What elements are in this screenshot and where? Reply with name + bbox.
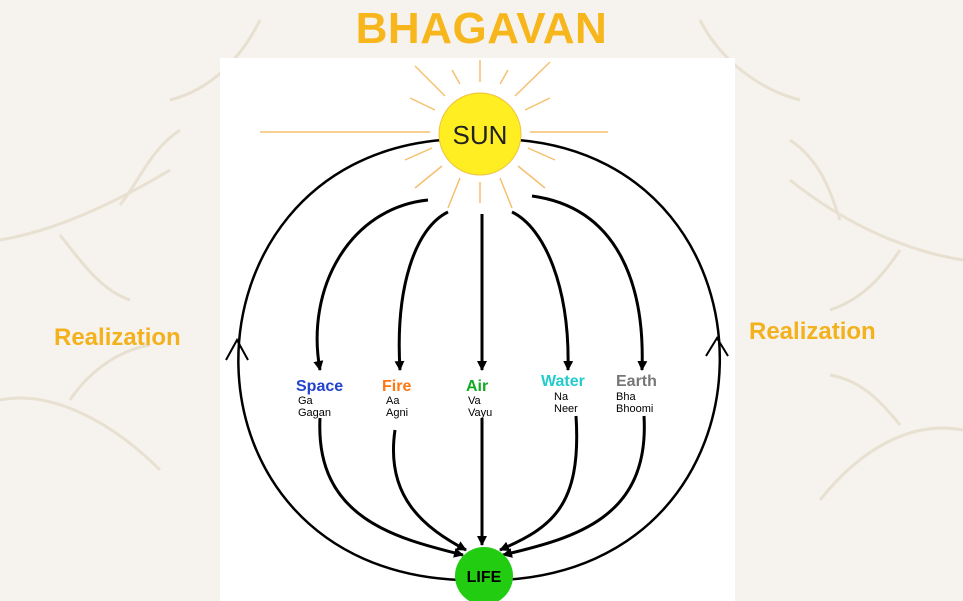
sun-circle <box>438 92 522 176</box>
element-earth: Earth Bha Bhoomi <box>616 373 657 415</box>
element-space-line1: Ga <box>298 395 314 407</box>
element-air-line1: Va <box>468 395 482 407</box>
sun-node: SUN <box>438 92 522 176</box>
elements-diagram: SUN LIFE Space Ga Gagan Fire Aa Agni Air… <box>220 58 735 601</box>
realization-loop-right <box>499 138 721 582</box>
arrow-fire-to-life <box>392 429 467 552</box>
element-fire-name: Fire <box>382 378 411 395</box>
element-space-name: Space <box>296 378 343 395</box>
arrow-sun-to-earth <box>531 194 648 371</box>
element-water: Water Na Neer <box>541 373 585 415</box>
element-water-line2: Neer <box>554 403 578 415</box>
arrow-water-to-life <box>499 415 579 552</box>
life-circle <box>455 547 513 601</box>
upward-arrow-left <box>225 337 249 361</box>
upward-arrow-right <box>705 336 729 357</box>
arrow-earth-to-life <box>502 415 646 558</box>
realization-label-right: Realization <box>749 318 876 345</box>
element-fire-line1: Aa <box>386 395 400 407</box>
element-water-name: Water <box>541 373 585 390</box>
title-bhagavan: BHAGAVAN <box>355 4 608 53</box>
element-fire-line2: Agni <box>386 407 408 419</box>
arrow-space-to-life <box>318 417 464 558</box>
element-air-line2: Vayu <box>468 407 492 419</box>
element-earth-name: Earth <box>616 373 657 390</box>
sun-label: SUN <box>453 120 508 150</box>
element-space: Space Ga Gagan <box>296 378 343 419</box>
realization-label-left: Realization <box>54 324 181 351</box>
element-air: Air Va Vayu <box>466 378 492 419</box>
life-label: LIFE <box>467 569 502 586</box>
element-space-line2: Gagan <box>298 407 331 419</box>
arrow-sun-to-fire <box>394 210 449 371</box>
sun-rays <box>260 60 608 209</box>
arrow-sun-to-water <box>511 210 574 371</box>
realization-loop-left <box>237 138 461 582</box>
element-earth-line1: Bha <box>616 391 636 403</box>
element-earth-line2: Bhoomi <box>616 403 653 415</box>
element-air-name: Air <box>466 378 488 395</box>
element-fire: Fire Aa Agni <box>382 378 411 419</box>
element-water-line1: Na <box>554 391 569 403</box>
life-node: LIFE <box>455 547 513 601</box>
arrow-sun-to-space <box>313 198 429 371</box>
